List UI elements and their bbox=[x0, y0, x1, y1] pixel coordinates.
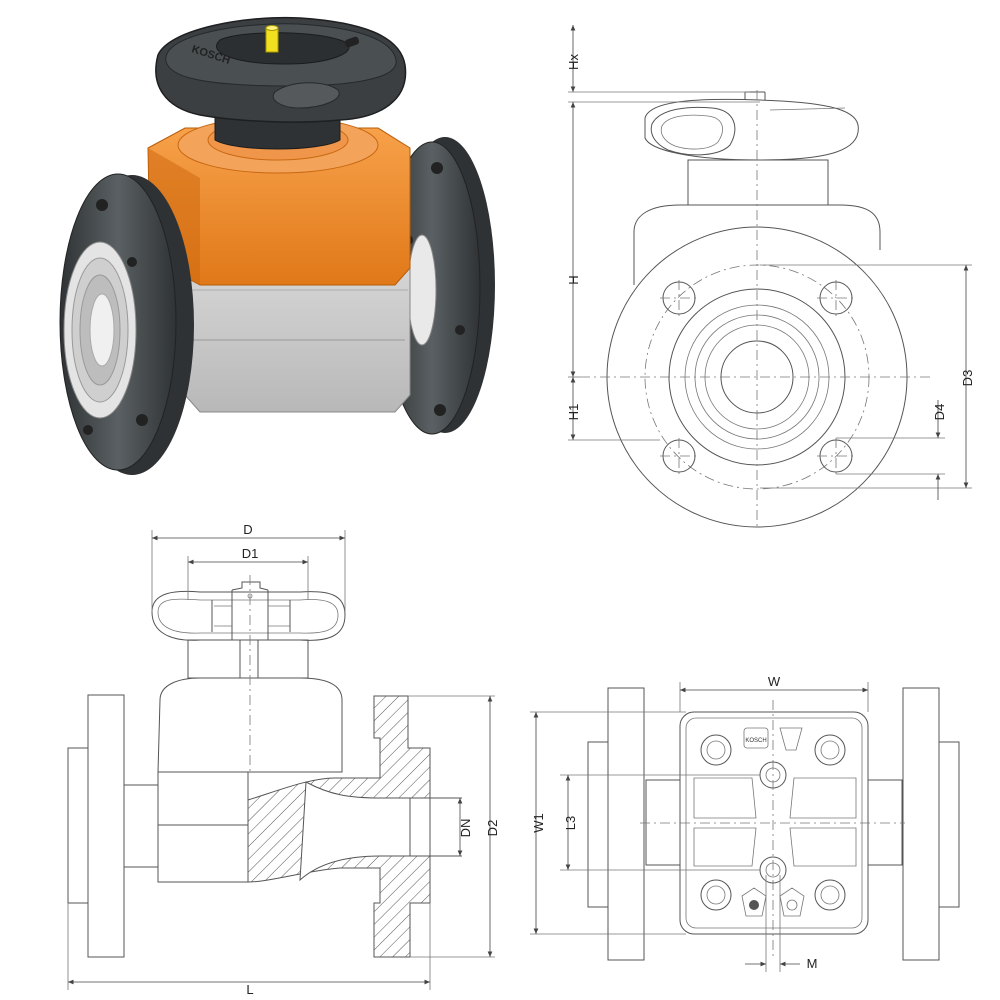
dim-label-l3: L3 bbox=[563, 816, 578, 830]
handwheel[interactable]: KOSCH bbox=[155, 16, 407, 123]
dim-label-l: L bbox=[246, 982, 253, 997]
left-flange bbox=[59, 173, 194, 475]
dim-label-d1: D1 bbox=[242, 546, 259, 561]
dim-label-m: M bbox=[807, 956, 818, 971]
dim-label-h: H bbox=[566, 275, 581, 284]
valve-3d-illustration: KOSCH bbox=[59, 16, 495, 475]
dim-label-hx: Hx bbox=[566, 54, 581, 70]
section-view: DN D2 D D1 L bbox=[67, 522, 500, 997]
position-indicator bbox=[265, 25, 279, 53]
dim-label-w1: W1 bbox=[531, 813, 546, 833]
dim-label-w: W bbox=[768, 674, 781, 689]
bottom-view: KOSCH W W1 L3 M bbox=[530, 674, 960, 972]
dim-label-d: D bbox=[243, 522, 252, 537]
dim-label-d3: D3 bbox=[960, 370, 975, 387]
dim-label-dn: DN bbox=[458, 819, 473, 838]
front-view: Hx H H1 D3 D4 bbox=[566, 25, 975, 530]
dim-label-d2: D2 bbox=[485, 820, 500, 837]
plate-brand: KOSCH bbox=[745, 738, 766, 744]
dim-label-h1: H1 bbox=[566, 404, 581, 421]
dim-label-d4: D4 bbox=[932, 404, 947, 421]
